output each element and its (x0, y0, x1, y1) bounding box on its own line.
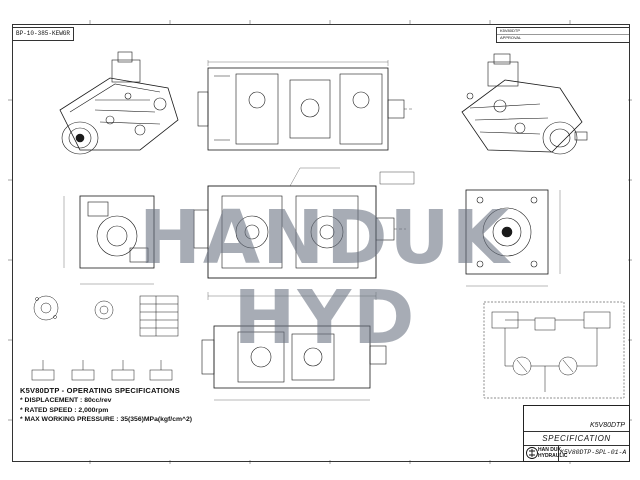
revision-block: K5V80DTP APPROVAL (496, 27, 630, 43)
title-block: K5V80DTP SPECIFICATION HAN DUK HYDRAULIC… (523, 405, 630, 462)
specifications-title: K5V80DTP - OPERATING SPECIFICATIONS (20, 386, 180, 395)
revision-row: APPROVAL (500, 35, 522, 40)
company-logo-icon (526, 447, 538, 459)
drawing-number: K5V80DTP-SPL-01-A (560, 449, 627, 456)
logo-line-2: HYDRAULIC (538, 453, 568, 459)
flange-detail-views (31, 295, 179, 381)
logo-line-1: HAN DUK (538, 447, 562, 453)
title-block-document-type: SPECIFICATION (524, 432, 629, 446)
spec-displacement: * DISPLACEMENT : 80cc/rev (20, 397, 112, 404)
isometric-rear-view (461, 53, 588, 155)
front-elevation-view (193, 167, 415, 300)
operating-specifications: K5V80DTP - OPERATING SPECIFICATIONS * DI… (20, 386, 320, 425)
reference-tab: BP-10-385-KEWGR (12, 27, 74, 41)
top-view (197, 60, 414, 151)
spec-rated-speed: * RATED SPEED : 2,000rpm (20, 406, 109, 414)
company-logo: HAN DUK HYDRAULIC (524, 446, 567, 461)
title-block-model: K5V80DTP (524, 420, 629, 432)
hydraulic-circuit-diagram (483, 301, 625, 399)
drawing-border (12, 24, 630, 462)
right-side-view (465, 189, 561, 287)
bottom-view (201, 325, 387, 401)
revision-row: K5V80DTP (497, 28, 629, 35)
zone-ticks (8, 20, 632, 464)
isometric-front-view (59, 51, 179, 155)
left-side-view (63, 195, 155, 285)
spec-max-pressure: * MAX WORKING PRESSURE : 35(356)MPa(kgf/… (20, 416, 193, 423)
watermark: HANDUK HYD (139, 195, 511, 361)
